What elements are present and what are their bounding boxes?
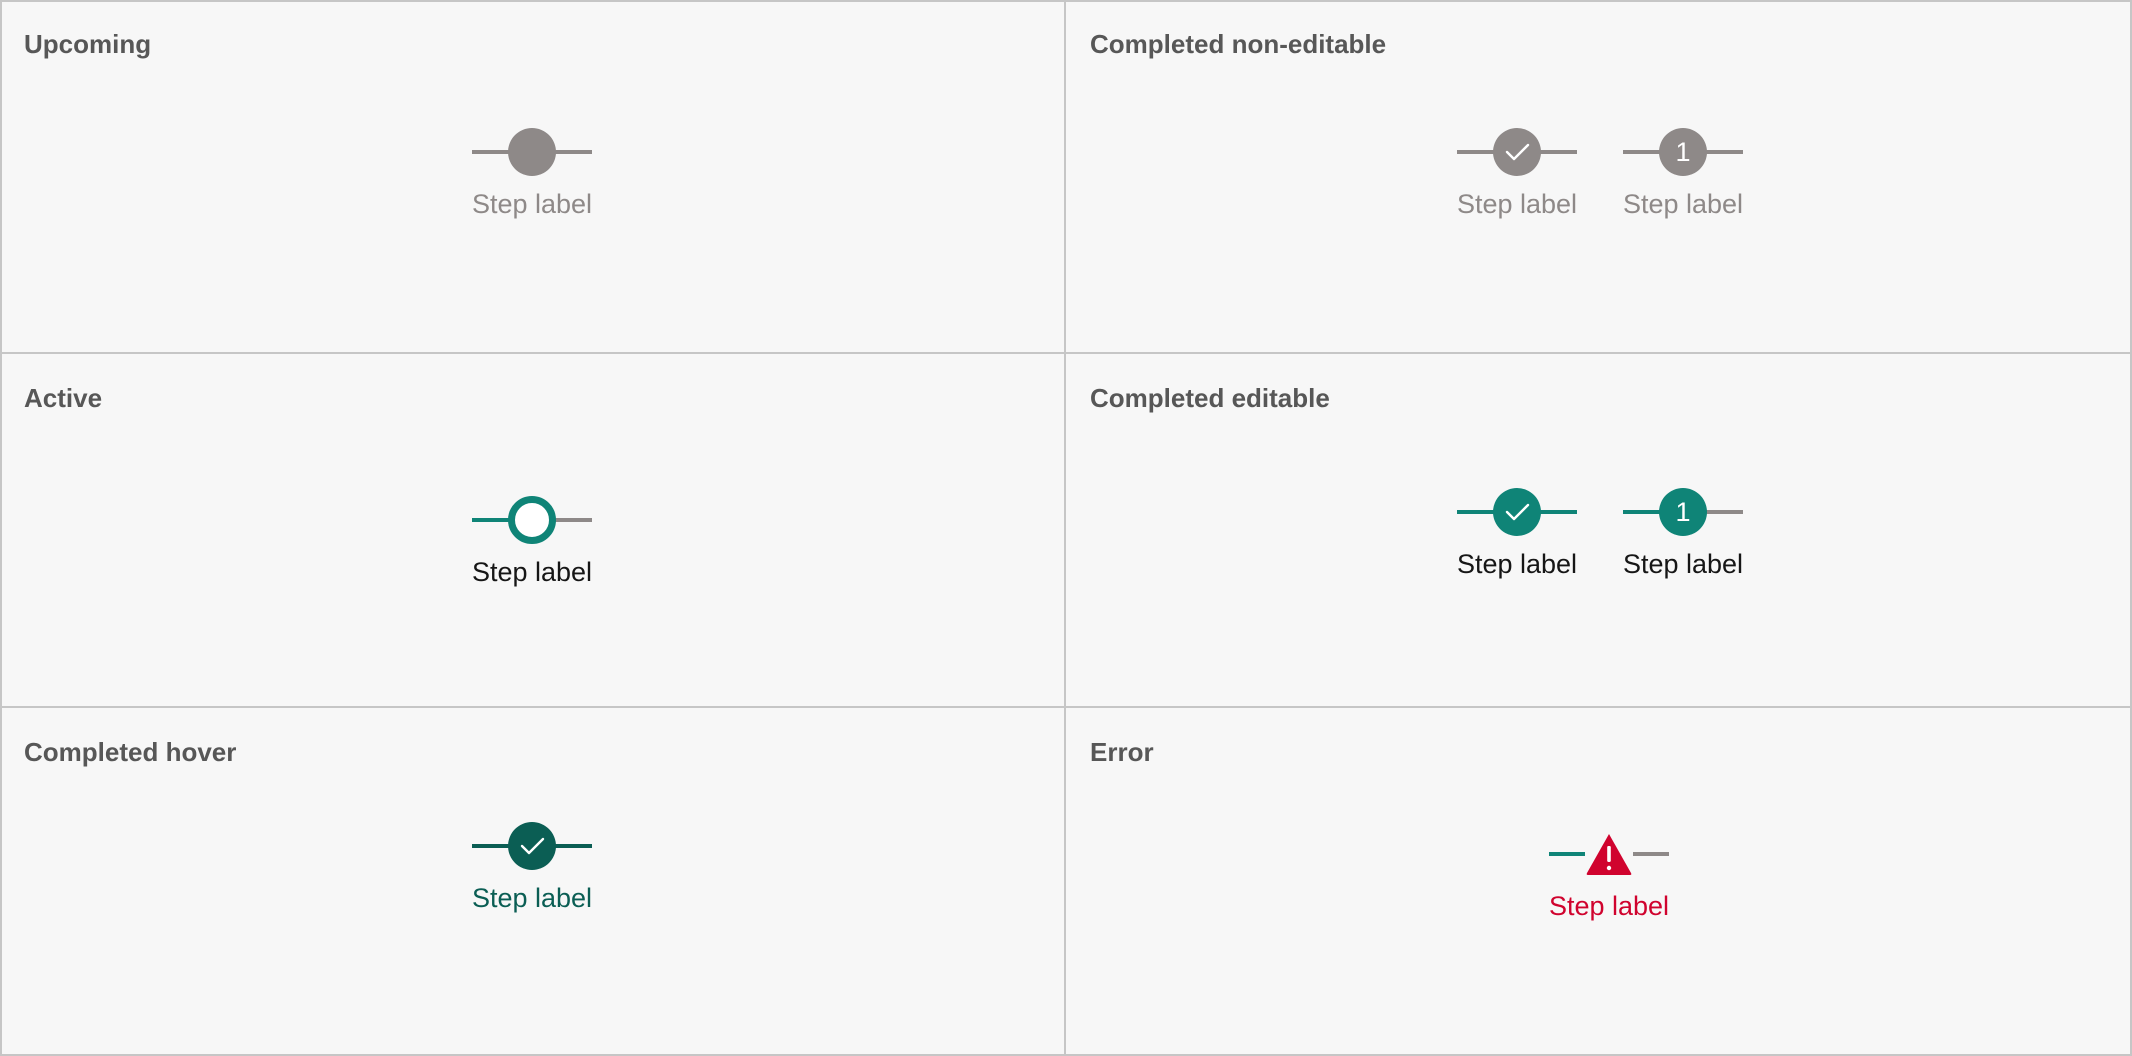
step-connector-right — [552, 844, 592, 848]
step-connector-right — [1537, 510, 1577, 514]
warning-triangle-icon — [1586, 834, 1632, 875]
step-error[interactable]: Step label — [1549, 825, 1669, 935]
step-indicator-circle: 1 — [1659, 128, 1707, 176]
step-number: 1 — [1675, 496, 1691, 527]
step-indicator-warning — [1585, 830, 1633, 878]
step-indicator-circle — [1493, 488, 1541, 536]
step-completed-non-editable-number: 1 Step label — [1623, 123, 1743, 233]
step-completed-editable-number[interactable]: 1 Step label — [1623, 483, 1743, 593]
step-connector-left — [1549, 852, 1585, 856]
step-completed-non-editable-check: Step label — [1457, 123, 1577, 233]
step-label: Step label — [471, 883, 593, 913]
step-completed-editable-check[interactable]: Step label — [1457, 483, 1577, 593]
step-label: Step label — [471, 557, 593, 587]
step-connector-right — [1633, 852, 1669, 856]
section-title-completed-non-editable: Completed non-editable — [1090, 29, 1387, 59]
step-connector-right — [1703, 150, 1743, 154]
step-label: Step label — [1456, 549, 1578, 579]
section-title-error: Error — [1090, 737, 1154, 767]
step-connector-left — [1457, 150, 1497, 154]
step-label: Step label — [1548, 891, 1670, 921]
step-connector-left — [472, 844, 512, 848]
step-indicator-circle — [508, 822, 556, 870]
step-connector-right — [1537, 150, 1577, 154]
section-title-upcoming: Upcoming — [24, 29, 152, 59]
section-title-active: Active — [24, 383, 103, 413]
step-indicator-circle: 1 — [1659, 488, 1707, 536]
row-divider-1 — [0, 352, 2132, 354]
step-indicator-circle — [508, 128, 556, 176]
step-label: Step label — [1622, 549, 1744, 579]
row-divider-2 — [0, 706, 2132, 708]
step-indicator-ring — [508, 496, 556, 544]
step-connector-right — [552, 150, 592, 154]
step-active[interactable]: Step label — [472, 491, 592, 601]
step-label: Step label — [471, 189, 593, 219]
step-connector-left — [1457, 510, 1497, 514]
step-completed-hover[interactable]: Step label — [472, 817, 592, 927]
step-connector-left — [472, 150, 512, 154]
step-connector-left — [472, 518, 512, 522]
step-indicator-circle — [1493, 128, 1541, 176]
step-connector-left — [1623, 510, 1663, 514]
step-upcoming[interactable]: Step label — [472, 123, 592, 233]
section-title-completed-hover: Completed hover — [24, 737, 237, 767]
step-number: 1 — [1675, 136, 1691, 167]
step-connector-left — [1623, 150, 1663, 154]
column-divider — [1064, 0, 1066, 1056]
step-label: Step label — [1456, 189, 1578, 219]
step-connector-right — [552, 518, 592, 522]
step-label: Step label — [1622, 189, 1744, 219]
check-icon — [1505, 143, 1530, 161]
check-icon — [1505, 503, 1530, 521]
step-connector-right — [1703, 510, 1743, 514]
section-title-completed-editable: Completed editable — [1090, 383, 1330, 413]
check-icon — [520, 837, 545, 855]
